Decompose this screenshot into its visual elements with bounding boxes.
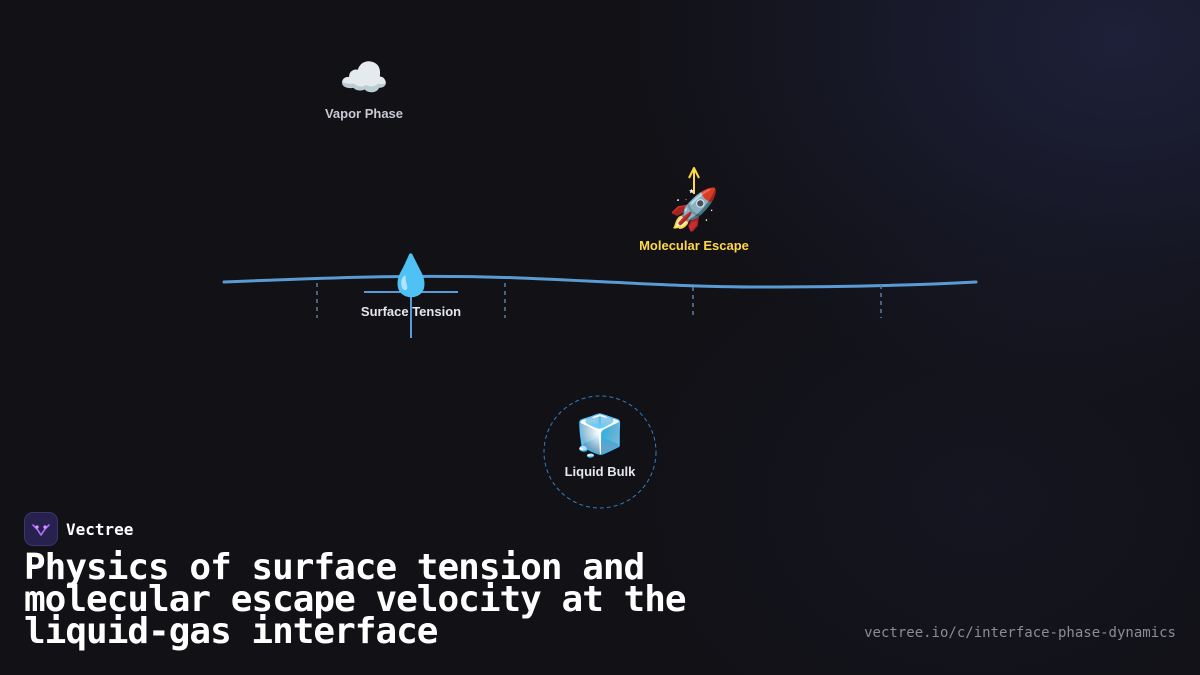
liquid-bulk-node: 🧊 Liquid Bulk: [565, 414, 636, 479]
escape-arrow-head: [688, 167, 700, 179]
cloud-icon: ☁️: [339, 56, 389, 100]
rocket-icon: 🚀: [669, 188, 719, 232]
vectree-logo-icon: [24, 512, 58, 546]
droplet-icon: 💧: [386, 254, 436, 298]
vapor-phase-label: Vapor Phase: [324, 106, 404, 121]
interface-line: [222, 274, 978, 289]
vapor-phase-node: ☁️ Vapor Phase: [325, 56, 403, 121]
brand: Vectree: [24, 512, 133, 546]
bulk-ring: [543, 395, 657, 509]
source-url[interactable]: vectree.io/c/interface-phase-dynamics: [864, 625, 1176, 641]
brand-name: Vectree: [66, 519, 134, 539]
surface-tension-node: 💧 Surface Tension: [361, 254, 461, 319]
page-title: Physics of surface tension and molecular…: [24, 547, 687, 652]
molecular-escape-label: Molecular Escape: [639, 238, 749, 253]
liquid-bulk-label: Liquid Bulk: [564, 464, 636, 479]
molecular-escape-node: 🚀 Molecular Escape: [639, 188, 749, 253]
surface-tension-label: Surface Tension: [360, 304, 462, 319]
ice-cube-icon: 🧊: [575, 414, 625, 458]
